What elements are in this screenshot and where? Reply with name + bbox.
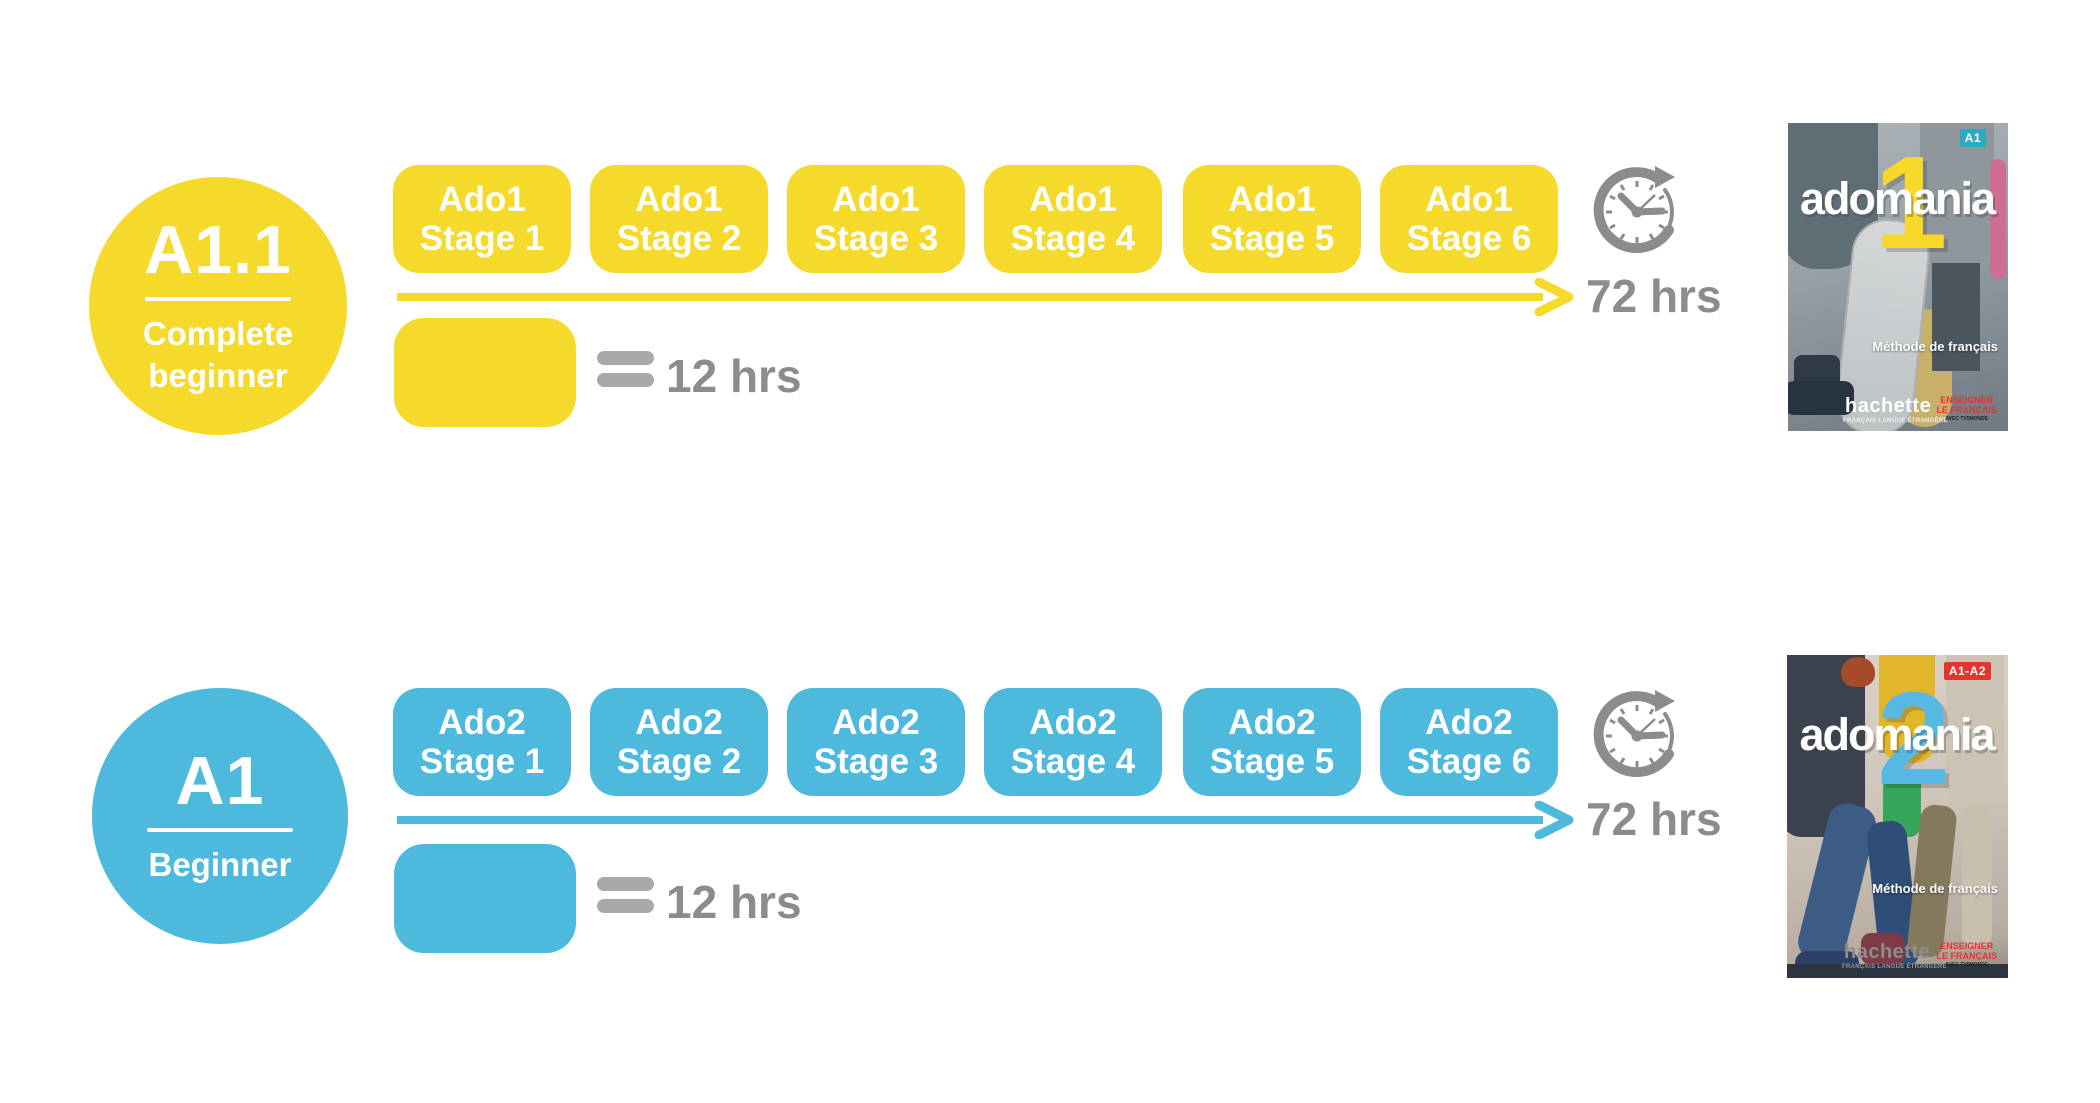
- promo-line: AVEC TV5MONDE: [1945, 962, 1989, 968]
- level-code: A1.1: [144, 212, 292, 288]
- level-divider: [147, 828, 293, 832]
- promo-line: ENSEIGNER: [1940, 395, 1994, 405]
- stage-number: Stage 5: [1209, 742, 1335, 781]
- pavement-shape: [1787, 964, 2008, 978]
- stage-number: Stage 1: [419, 219, 545, 258]
- shoe-shape: [1788, 381, 1854, 415]
- stage-course: Ado1: [635, 180, 723, 219]
- level-subtitle: Beginner: [148, 846, 292, 883]
- stage-number: Stage 3: [813, 742, 939, 781]
- single-stage-box: [394, 318, 576, 427]
- level-code: A1: [175, 743, 265, 819]
- promo-line: ENSEIGNER: [1940, 941, 1994, 951]
- stage-course: Ado1: [1228, 180, 1316, 219]
- stage-course: Ado2: [438, 703, 526, 742]
- stage-hours-label: 12 hrs: [666, 876, 802, 928]
- person-right-shape: [1920, 123, 1994, 269]
- equals-icon: [597, 351, 654, 387]
- stage-course: Ado1: [1029, 180, 1117, 219]
- book-photo-skateboard-scene: [1788, 123, 2008, 431]
- stage-course: Ado2: [635, 703, 723, 742]
- stage-course: Ado2: [832, 703, 920, 742]
- publisher-tagline: FRANÇAIS LANGUE ÉTRANGÈRE: [1843, 418, 1948, 424]
- level-circle-a1-1: A1.1 Complete beginner: [89, 177, 347, 435]
- promo-line: LE FRANÇAIS: [1936, 405, 1998, 415]
- stage-course: Ado2: [1029, 703, 1117, 742]
- stage-box-ado2-3: Ado2 Stage 3: [787, 688, 965, 796]
- book-photo-street-scene: [1787, 655, 2008, 978]
- level-circle-a1: A1 Beginner: [92, 688, 348, 944]
- promo-line: AVEC TV5MONDE: [1945, 416, 1989, 422]
- book-title: adomania: [1799, 709, 1995, 760]
- level-divider: [145, 297, 291, 301]
- promo-line: LE FRANÇAIS: [1936, 951, 1998, 961]
- total-hours-label: 72 hrs: [1586, 270, 1722, 322]
- stage-number: Stage 2: [616, 219, 742, 258]
- book-number: 1: [1874, 129, 1948, 276]
- stage-course: Ado1: [438, 180, 526, 219]
- maroon-boot-shape: [1861, 933, 1905, 965]
- stage-course: Ado2: [1228, 703, 1316, 742]
- yellow-hoodie-shape: [1879, 655, 1935, 763]
- timeline-arrow: [397, 801, 1574, 839]
- equals-icon: [597, 877, 654, 913]
- stage-number: Stage 4: [1010, 742, 1136, 781]
- stage-course: Ado2: [1425, 703, 1513, 742]
- total-hours-label: 72 hrs: [1586, 793, 1722, 845]
- stage-box-ado1-6: Ado1 Stage 6: [1380, 165, 1558, 273]
- stage-box-ado2-1: Ado2 Stage 1: [393, 688, 571, 796]
- single-stage-box: [394, 844, 576, 953]
- stage-course: Ado1: [832, 180, 920, 219]
- book-tagline: Méthode de français: [1872, 881, 1998, 896]
- stage-course: Ado1: [1425, 180, 1513, 219]
- stage-number: Stage 6: [1406, 742, 1532, 781]
- book-number: 2: [1877, 665, 1951, 812]
- stage-box-ado2-5: Ado2 Stage 5: [1183, 688, 1361, 796]
- clock-icon: [1593, 166, 1675, 254]
- stage-number: Stage 1: [419, 742, 545, 781]
- stage-box-ado1-1: Ado1 Stage 1: [393, 165, 571, 273]
- stage-box-ado2-6: Ado2 Stage 6: [1380, 688, 1558, 796]
- stage-box-ado2-2: Ado2 Stage 2: [590, 688, 768, 796]
- timeline-arrow: [397, 278, 1574, 316]
- book-level-badge: A1: [1959, 129, 1986, 147]
- stage-box-ado1-2: Ado1 Stage 2: [590, 165, 768, 273]
- promo-badge: ENSEIGNER LE FRANÇAIS AVEC TV5MONDE: [1937, 395, 1998, 423]
- red-hair-shape: [1841, 657, 1875, 687]
- stage-hours-label: 12 hrs: [666, 350, 802, 402]
- book-cover-adomania-1: A1 1 adomania Méthode de français hachet…: [1788, 123, 2008, 431]
- stage-number: Stage 5: [1209, 219, 1335, 258]
- stage-number: Stage 6: [1406, 219, 1532, 258]
- stage-box-ado1-3: Ado1 Stage 3: [787, 165, 965, 273]
- book-title: adomania: [1799, 173, 1996, 224]
- stage-number: Stage 3: [813, 219, 939, 258]
- book-cover-adomania-2: A1-A2 2 adomania Méthode de français hac…: [1787, 655, 2008, 978]
- stage-number: Stage 4: [1010, 219, 1136, 258]
- light-leg-shape: [1962, 805, 1992, 947]
- clock-icon: [1593, 690, 1675, 778]
- promo-badge: ENSEIGNER LE FRANÇAIS AVEC TV5MONDE: [1937, 941, 1998, 969]
- stage-box-ado1-4: Ado1 Stage 4: [984, 165, 1162, 273]
- publisher-logo: hachette: [1845, 395, 1932, 417]
- publisher-logo: hachette: [1844, 941, 1931, 963]
- right-legs-shape: [1932, 263, 1980, 371]
- level-subtitle: Complete beginner: [142, 315, 294, 394]
- book-level-badge: A1-A2: [1943, 662, 1991, 680]
- stage-box-ado2-4: Ado2 Stage 4: [984, 688, 1162, 796]
- stage-number: Stage 2: [616, 742, 742, 781]
- pink-board-shape: [1990, 159, 2006, 279]
- stage-box-ado1-5: Ado1 Stage 5: [1183, 165, 1361, 273]
- book-tagline: Méthode de français: [1872, 339, 1998, 354]
- publisher-tagline: FRANÇAIS LANGUE ÉTRANGÈRE: [1842, 964, 1947, 970]
